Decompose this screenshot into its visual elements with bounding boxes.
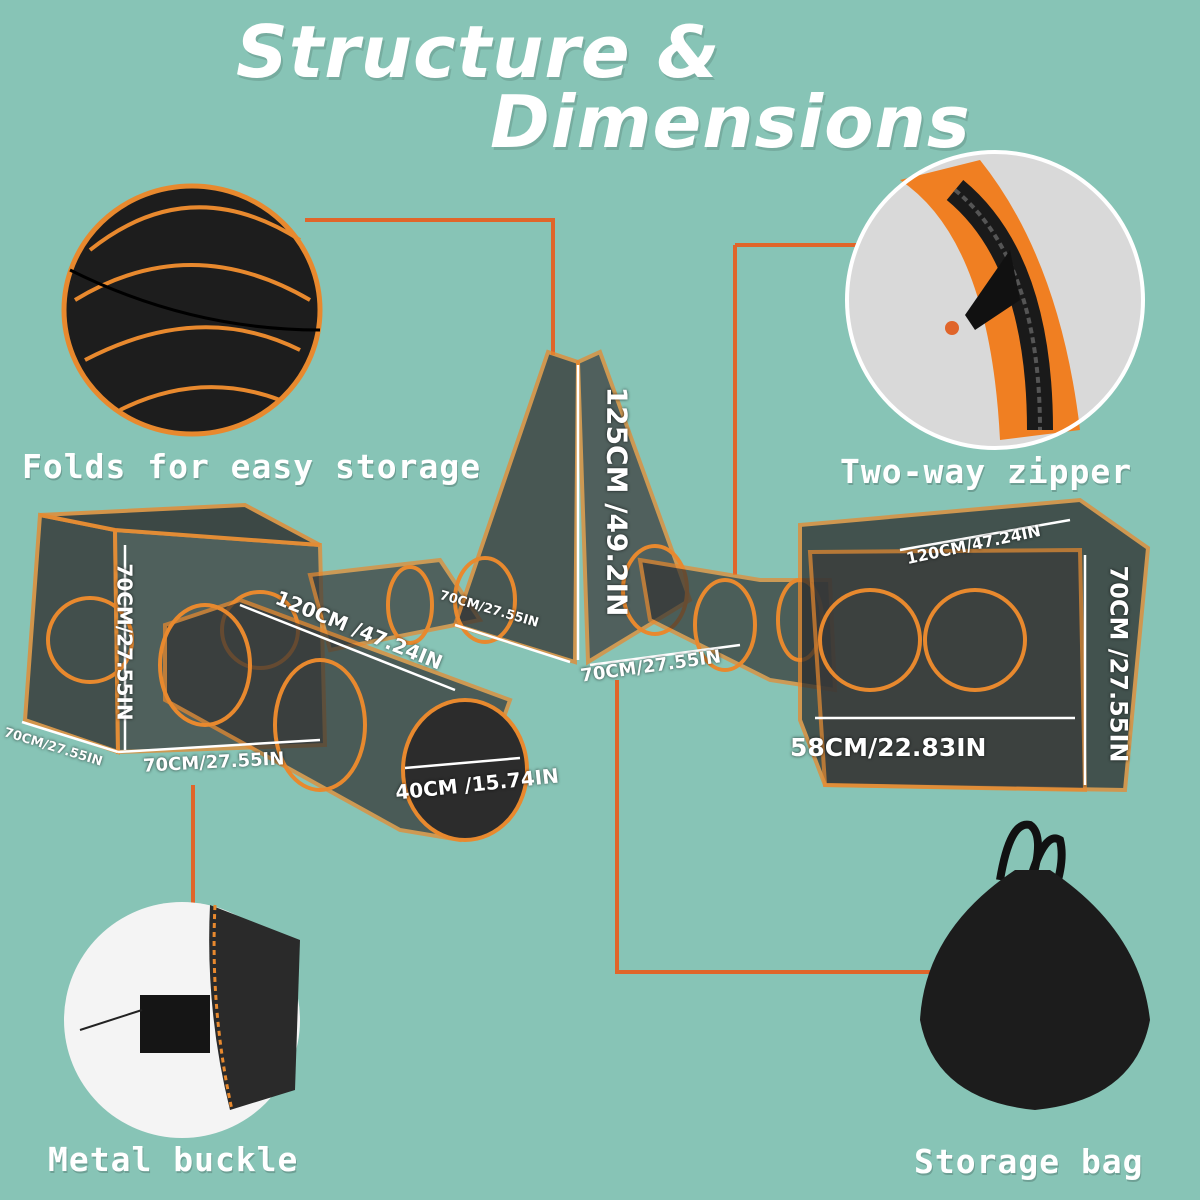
buckle-closeup-image xyxy=(64,902,300,1138)
left-tunnel xyxy=(158,557,529,843)
title-line-1: Structure & xyxy=(236,10,721,94)
dim-left-cube-height: 70CM/27.55IN xyxy=(112,563,137,721)
caption-metal-buckle: Metal buckle xyxy=(48,1140,299,1179)
caption-two-way-zipper: Two-way zipper xyxy=(840,452,1133,491)
title-line-2: Dimensions xyxy=(490,80,971,164)
dim-right-cube-width: 58CM/22.83IN xyxy=(790,733,987,762)
storage-bag-image xyxy=(920,820,1150,1110)
caption-storage-bag: Storage bag xyxy=(914,1142,1144,1181)
measurement-lines xyxy=(21,365,1087,785)
callout-connector-lines xyxy=(191,218,930,1002)
folded-tent-image xyxy=(61,183,323,437)
zipper-closeup-image xyxy=(845,150,1145,450)
dim-right-cube-height: 70CM /27.55IN xyxy=(1104,565,1133,763)
dim-tent-height: 125CM /49.2IN xyxy=(600,386,634,617)
caption-folds-storage: Folds for easy storage xyxy=(22,447,482,486)
